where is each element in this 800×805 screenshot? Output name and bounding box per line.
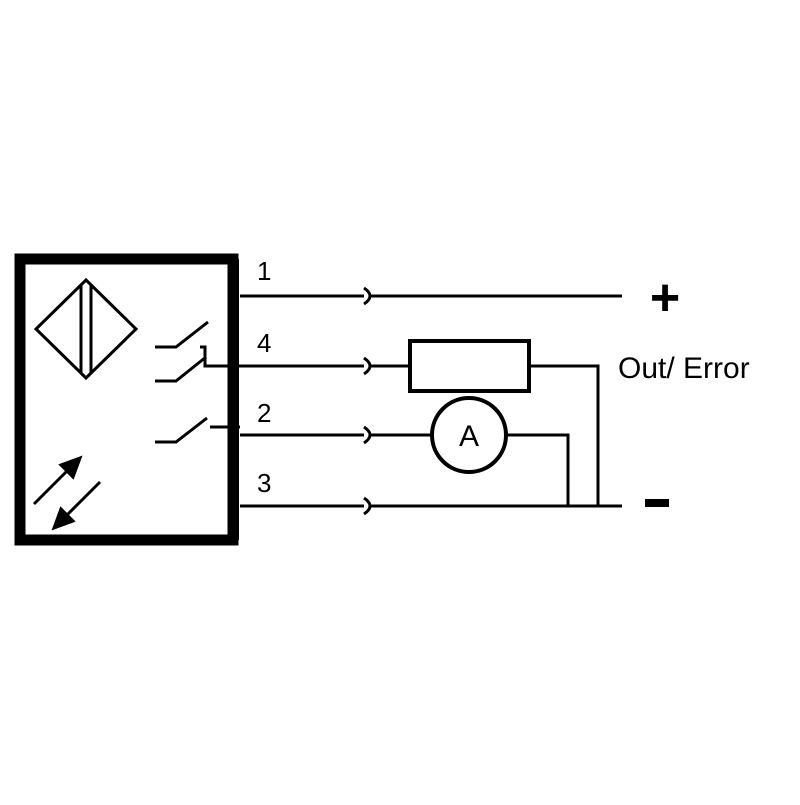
- connector-pin2: [363, 425, 372, 445]
- pin-label-4: 4: [257, 328, 271, 358]
- wire-load-return: [529, 364, 600, 506]
- internal-switches: [155, 320, 240, 444]
- output-error-label: Out/ Error: [618, 352, 750, 385]
- ammeter-circle: [430, 396, 508, 474]
- ammeter-symbol: A: [459, 420, 479, 453]
- arrow-down-left-line: [62, 480, 102, 520]
- ammeter: A: [430, 396, 508, 474]
- switch-upper-contact: [155, 320, 209, 349]
- diamond-icon: [33, 277, 139, 381]
- minus-terminal-mark: [645, 499, 669, 507]
- arrow-down-left-head: [51, 506, 76, 531]
- switch-pin2-contact: [155, 416, 208, 444]
- plus-terminal-label: +: [650, 269, 680, 327]
- switch-lower-contact: [155, 355, 207, 383]
- pin-label-1: 1: [257, 256, 271, 286]
- pin-label-2: 2: [257, 398, 271, 428]
- connector-pin4: [363, 356, 372, 376]
- light-arrows-icon: [32, 455, 102, 531]
- wires: [240, 286, 622, 516]
- minus-terminal-label: -: [648, 471, 665, 529]
- pin-label-3: 3: [257, 468, 271, 498]
- connector-pin1: [363, 286, 372, 306]
- load-resistor: [408, 339, 531, 393]
- arrow-up-right-head: [58, 455, 83, 480]
- housing-outline: [14, 253, 239, 546]
- sensor-housing: [14, 253, 239, 546]
- arrow-up-right-line: [32, 466, 72, 506]
- housing-shadow: [233, 259, 239, 540]
- wire-meter-return: [507, 433, 570, 506]
- connector-pin3: [363, 496, 372, 516]
- sensing-element-icon: [33, 277, 139, 381]
